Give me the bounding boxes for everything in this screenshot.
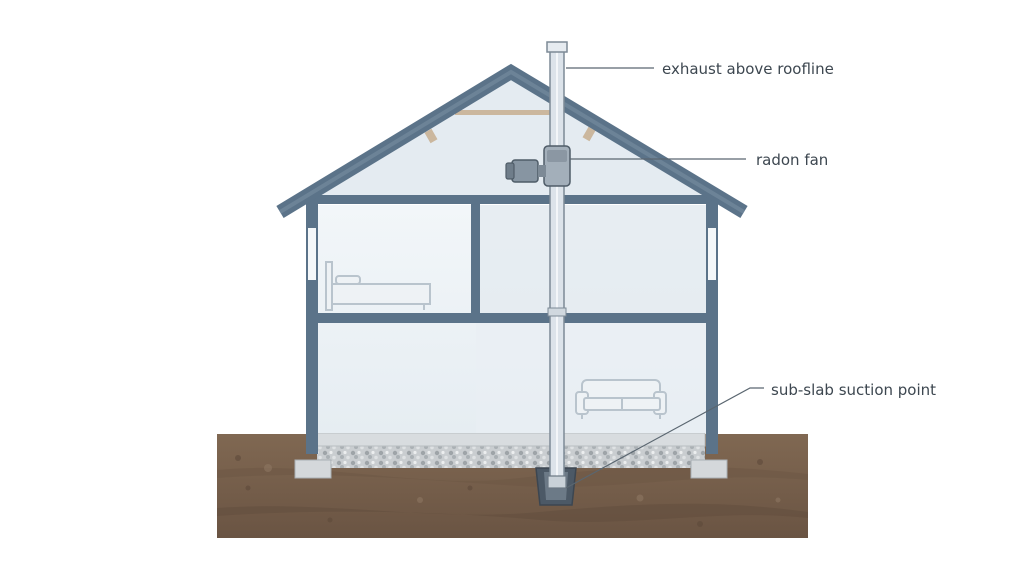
upper-room-right	[480, 205, 706, 313]
attic-collar-tie	[455, 110, 551, 115]
pipe-coupling	[547, 307, 567, 317]
callout-suction-point-label: sub-slab suction point	[771, 381, 937, 399]
bed	[325, 261, 431, 311]
radon-fan-unit	[505, 145, 571, 187]
interior-partition	[471, 204, 480, 313]
pipe-base	[547, 475, 567, 489]
leader-lines	[565, 67, 764, 489]
footing-left	[294, 459, 332, 479]
callout-exhaust-label: exhaust above roofline	[662, 60, 834, 78]
attic-brace-right	[582, 126, 596, 142]
callout-radon-fan-label: radon fan	[756, 151, 829, 169]
sofa	[575, 379, 667, 419]
gravel-bed	[317, 446, 705, 468]
leader-suction	[565, 387, 764, 489]
window-right	[708, 228, 716, 280]
vent-pipe	[546, 41, 568, 489]
ceiling-beam	[306, 195, 718, 204]
footing-right	[690, 459, 728, 479]
lower-room-right	[476, 323, 706, 433]
roof	[276, 63, 748, 219]
attic-space	[318, 76, 706, 197]
attic-brace-left	[424, 128, 438, 144]
pipe-cap	[546, 41, 568, 53]
floor-beam	[306, 313, 718, 323]
window-left	[308, 228, 316, 280]
